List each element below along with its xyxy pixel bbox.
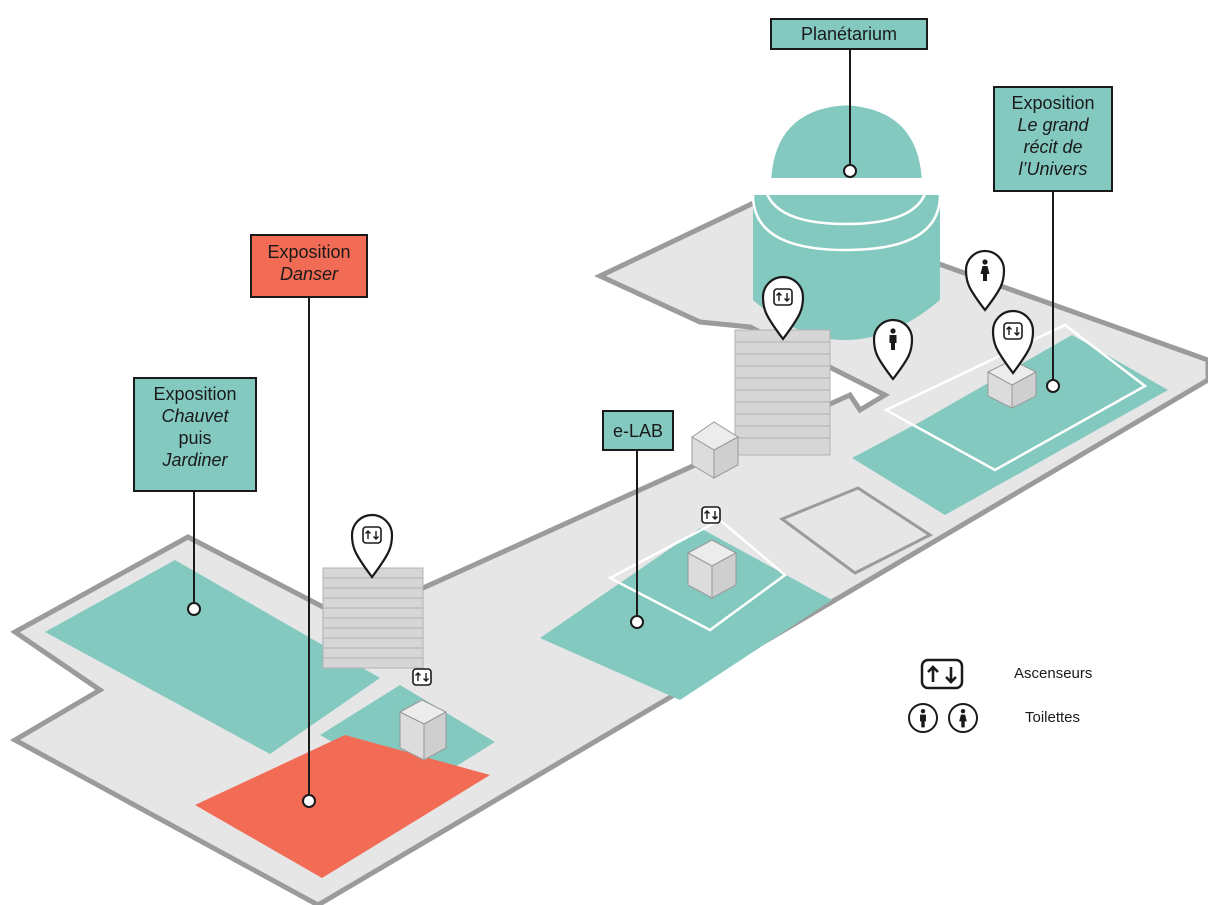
- label-planetarium-text: Planétarium: [800, 24, 898, 44]
- cube-center: [691, 421, 739, 479]
- room-elab: [540, 528, 832, 700]
- room-danser: [195, 735, 490, 878]
- marker-grand-recit: [1046, 379, 1060, 393]
- label-grand-recit-line3: récit de: [1023, 137, 1083, 157]
- label-chauvet-line4: Jardiner: [162, 450, 228, 470]
- label-chauvet[interactable]: Exposition Chauvet puis Jardiner: [133, 377, 257, 492]
- floor-plan: [9, 197, 1208, 905]
- cube-grand-recit: [986, 359, 1038, 409]
- label-grand-recit-line1: Exposition: [1011, 93, 1095, 113]
- marker-danser: [302, 794, 316, 808]
- marker-chauvet: [187, 602, 201, 616]
- elevator-icon[interactable]: [412, 668, 432, 686]
- legend-woman-icon: [948, 703, 978, 733]
- label-chauvet-line2: Chauvet: [161, 406, 229, 426]
- elevator-icon[interactable]: [701, 506, 721, 524]
- elevator-pin-center[interactable]: [761, 275, 805, 341]
- marker-planetarium: [843, 164, 857, 178]
- label-chauvet-line1: Exposition: [153, 384, 237, 404]
- legend-elevators-label: Ascenseurs: [1014, 665, 1093, 682]
- label-grand-recit[interactable]: Exposition Le grand récit de l’Univers: [993, 86, 1113, 192]
- label-danser-line2: Danser: [279, 264, 339, 284]
- room-chauvet: [45, 560, 380, 754]
- room-grand-recit: [852, 335, 1168, 515]
- escalator-center: [734, 329, 831, 456]
- label-chauvet-line3: puis: [178, 428, 212, 448]
- cube-small-room: [398, 699, 448, 761]
- label-planetarium[interactable]: Planétarium: [770, 18, 928, 50]
- legend-man-icon: [908, 703, 938, 733]
- label-elab[interactable]: e-LAB: [602, 410, 674, 451]
- label-grand-recit-line4: l’Univers: [1018, 159, 1088, 179]
- label-elab-text: e-LAB: [612, 421, 664, 441]
- room-empty: [778, 486, 933, 575]
- legend-elevator-icon: [920, 658, 964, 690]
- label-danser[interactable]: Exposition Danser: [250, 234, 368, 298]
- escalator-left: [322, 567, 424, 669]
- cube-elab: [686, 539, 738, 599]
- woman-pin[interactable]: [964, 249, 1006, 312]
- elevator-pin-left[interactable]: [350, 513, 394, 579]
- label-danser-line1: Exposition: [267, 242, 351, 262]
- marker-elab: [630, 615, 644, 629]
- label-grand-recit-line2: Le grand: [1017, 115, 1089, 135]
- elevator-pin-right[interactable]: [991, 309, 1035, 375]
- man-pin[interactable]: [872, 318, 914, 381]
- legend-toilets-label: Toilettes: [1025, 709, 1081, 726]
